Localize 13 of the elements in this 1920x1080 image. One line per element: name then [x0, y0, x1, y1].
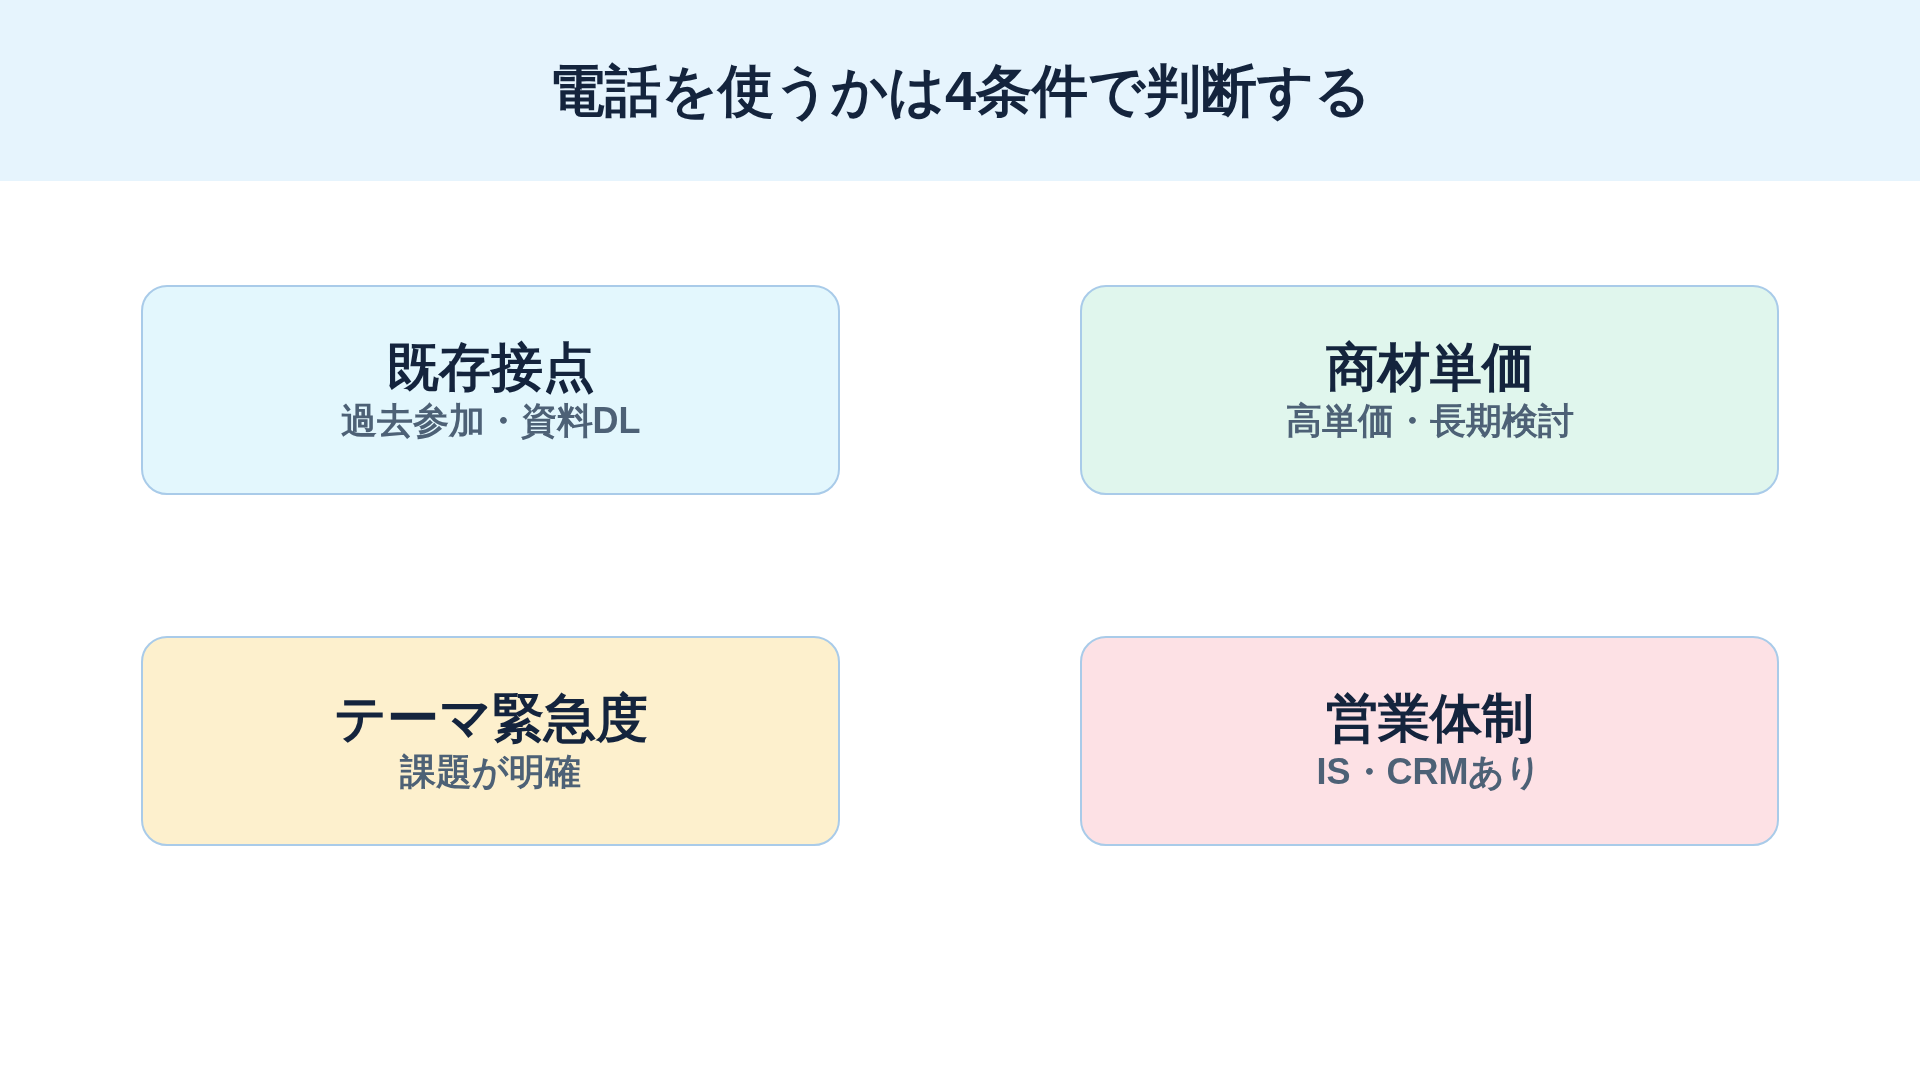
title-banner: 電話を使うかは4条件で判断する [0, 0, 1920, 181]
condition-detail: 過去参加・資料DL [340, 399, 641, 443]
condition-box [1080, 636, 1779, 846]
condition-box [141, 285, 840, 495]
condition-box [141, 636, 840, 846]
condition-detail: IS・CRMあり [1316, 750, 1543, 794]
condition-heading: テーマ緊急度 [333, 688, 648, 749]
condition-detail: 課題が明確 [400, 750, 581, 794]
condition-heading: 商材単価 [1325, 337, 1534, 398]
condition-box [1080, 285, 1779, 495]
condition-heading: 営業体制 [1325, 688, 1534, 749]
condition-detail: 高単価・長期検討 [1285, 399, 1574, 443]
condition-heading: 既存接点 [386, 337, 595, 398]
